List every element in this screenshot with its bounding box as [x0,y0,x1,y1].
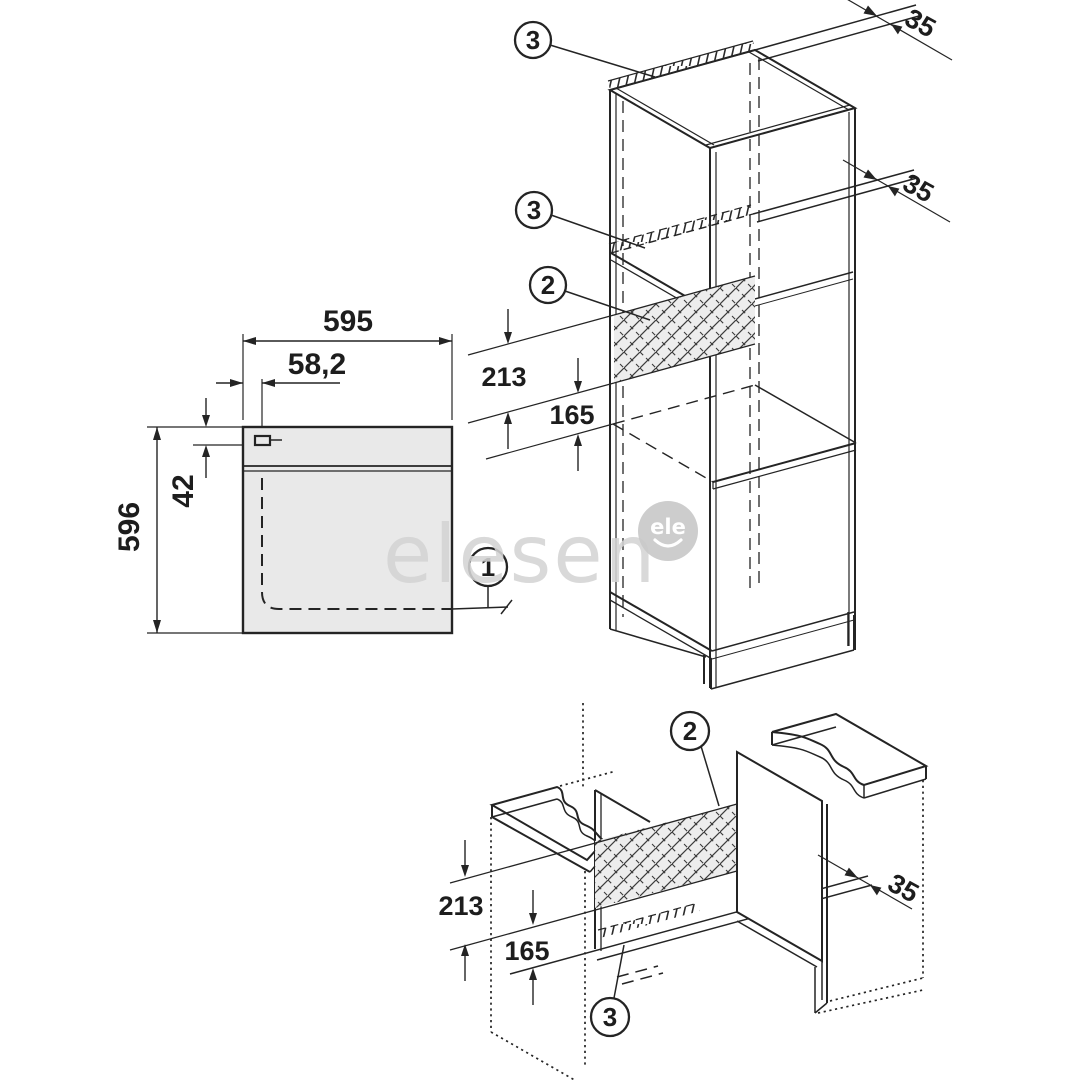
front-view-figure: 595 58,2 42 596 1 [113,305,513,635]
dim-gap-shelf-35: 35 [752,159,951,223]
left-worktop [489,785,608,873]
oven-front-panel [241,425,454,635]
watermark-badge-smile [653,538,683,548]
dim-label-width: 595 [323,305,373,338]
dim-vent-height-213: 213 [467,309,615,449]
dim-label-gap-shelf: 35 [898,168,939,209]
top-vent-strip [607,40,756,91]
watermark-badge: ele [638,501,698,561]
callout-3-top: 3 [513,20,656,78]
callout-2-rear-vent: 2 [528,265,651,321]
right-cabinet [736,712,929,1014]
dim-label-vent-height: 213 [481,362,526,392]
dim-vent-height-213-bottom: 213 [438,840,484,981]
callout-3-top-circle [513,20,553,60]
callout-3-shelf: 3 [514,190,646,249]
dim-label-cutout-offset: 58,2 [288,348,346,381]
callout-3-bottom-label: 3 [603,1002,617,1032]
dim-plinth-gap-35: 35 [817,854,924,910]
watermark-text: elesen [383,508,657,601]
base-cabinet-figure: 213 165 35 2 3 [438,703,929,1080]
lower-shelf [612,384,857,490]
hidden-door-contour [261,478,451,610]
callout-2-bottom-circle [669,710,711,752]
dim-label-top-offset: 42 [167,474,200,507]
dim-label-height: 596 [113,502,146,552]
dim-top-offset-42: 42 [167,398,210,508]
watermark-badge-text: ele [650,515,686,539]
callout-3-shelf-circle [514,190,554,230]
rear-vent-cutout [613,275,756,384]
watermark-badge-circle [638,501,698,561]
dim-gap-top-35: 35 [754,0,953,62]
callout-1-label: 1 [481,552,495,582]
callout-2-label: 2 [541,270,555,300]
watermark: elesen ele [383,501,698,601]
dim-label-plinth-gap: 35 [883,868,924,909]
dim-width-595: 595 [243,305,452,345]
cabinet-base [609,591,855,690]
tall-cabinet-figure: 35 35 213 165 [467,0,953,690]
dim-height-596: 596 [113,427,161,633]
callout-2-bottom-label: 2 [683,716,697,746]
dim-cutout-offset-58-2: 58,2 [216,348,346,387]
dim-shelf-distance-165-bottom: 165 [504,890,550,1005]
callout-1-circle [467,546,509,588]
callout-2-circle [528,265,568,305]
mounting-detail-box [253,434,272,447]
callout-3-bottom: 3 [589,944,631,1038]
callout-3-top-label: 3 [526,25,540,55]
dim-label-gap-top: 35 [900,3,941,44]
callout-2-bottom: 2 [669,710,720,807]
dim-label-shelf-distance-bottom: 165 [504,936,549,966]
callout-3-bottom-circle [589,996,631,1038]
dim-label-vent-height-bottom: 213 [438,891,483,921]
dim-label-shelf-distance: 165 [549,400,594,430]
rear-vent-band [595,804,737,908]
callout-3-shelf-label: 3 [527,195,541,225]
dim-shelf-distance-165: 165 [485,358,614,471]
callout-1: 1 [467,546,509,608]
